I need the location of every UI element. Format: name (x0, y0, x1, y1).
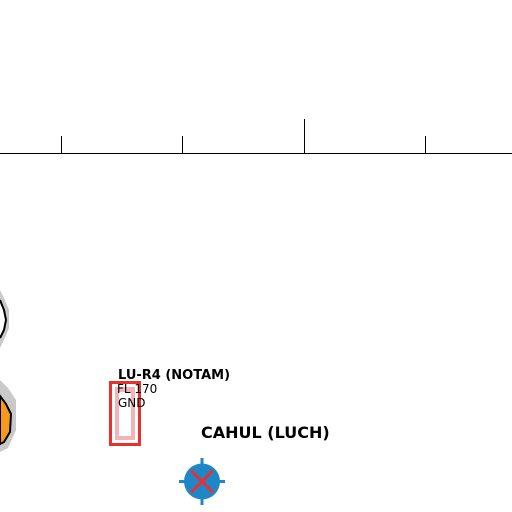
partial-map-symbol-lower[interactable] (0, 380, 16, 452)
partial-map-symbol-upper[interactable] (0, 290, 9, 348)
restricted-area-lower-limit: GND (118, 396, 146, 410)
airport-name-label: CAHUL (LUCH) (201, 423, 330, 442)
scale-bar (0, 119, 512, 154)
restricted-area-name: LU-R4 (NOTAM) (118, 368, 231, 383)
restricted-area-lu-r4[interactable] (109, 381, 141, 446)
restricted-area-upper-limit: FL 170 (117, 382, 158, 396)
airport-symbol[interactable] (179, 458, 225, 505)
